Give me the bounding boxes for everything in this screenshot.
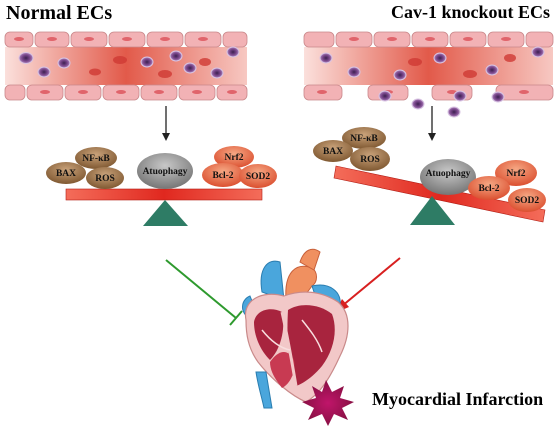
cav1-knockout-title: Cav-1 knockout ECs: [390, 2, 550, 22]
right-nfkb-oval: [342, 127, 386, 149]
infarct-burst: [302, 380, 354, 426]
right-bcl2-label: Bcl-2: [478, 184, 499, 194]
right-autophagy-oval: [420, 159, 476, 195]
left-nfkb-oval: [75, 147, 117, 169]
right-nrf2-label: Nrf2: [507, 169, 526, 179]
myocardial-infarction-label: Myocardial Infarction: [372, 389, 544, 409]
left-nrf2-label: Nrf2: [225, 153, 244, 163]
right-bcl2-oval: [468, 176, 510, 200]
left-bax-label: BAX: [56, 169, 76, 179]
left-bcl2-label: Bcl-2: [212, 171, 233, 181]
left-ros-label: ROS: [95, 174, 115, 184]
right-ros-oval: [350, 147, 390, 171]
left-bax-oval: [46, 162, 86, 184]
left-balance: NF-κB BAX ROS Atuophagy Nrf2 Bcl-2 SOD2: [46, 146, 277, 226]
normal-ecs-title: Normal ECs: [6, 2, 113, 24]
left-autophagy-label: Atuophagy: [143, 167, 188, 177]
left-ros-oval: [86, 167, 124, 189]
normal-vessel: [4, 31, 248, 101]
right-bax-label: BAX: [323, 147, 343, 157]
right-balance: NF-κB BAX ROS Atuophagy Nrf2 Bcl-2 SOD2: [313, 127, 546, 225]
left-nrf2-oval: [214, 146, 254, 168]
heart-illustration: [242, 248, 354, 426]
down-arrow-left: [162, 106, 170, 141]
right-nfkb-label: NF-κB: [350, 134, 378, 144]
right-bax-oval: [313, 140, 353, 162]
left-sod2-oval: [239, 164, 277, 188]
left-sod2-label: SOD2: [246, 172, 271, 182]
right-nrf2-oval: [495, 160, 537, 186]
right-ros-label: ROS: [360, 155, 380, 165]
right-autophagy-label: Atuophagy: [426, 169, 471, 179]
inhibition-arrow: [165, 259, 243, 326]
left-nfkb-label: NF-κB: [82, 154, 110, 164]
right-sod2-label: SOD2: [515, 196, 540, 206]
down-arrow-right: [428, 106, 436, 141]
knockout-vessel: [303, 31, 554, 118]
promotion-arrow: [335, 257, 401, 313]
left-autophagy-oval: [137, 153, 193, 189]
left-bcl2-oval: [202, 163, 244, 187]
right-sod2-oval: [508, 188, 546, 212]
